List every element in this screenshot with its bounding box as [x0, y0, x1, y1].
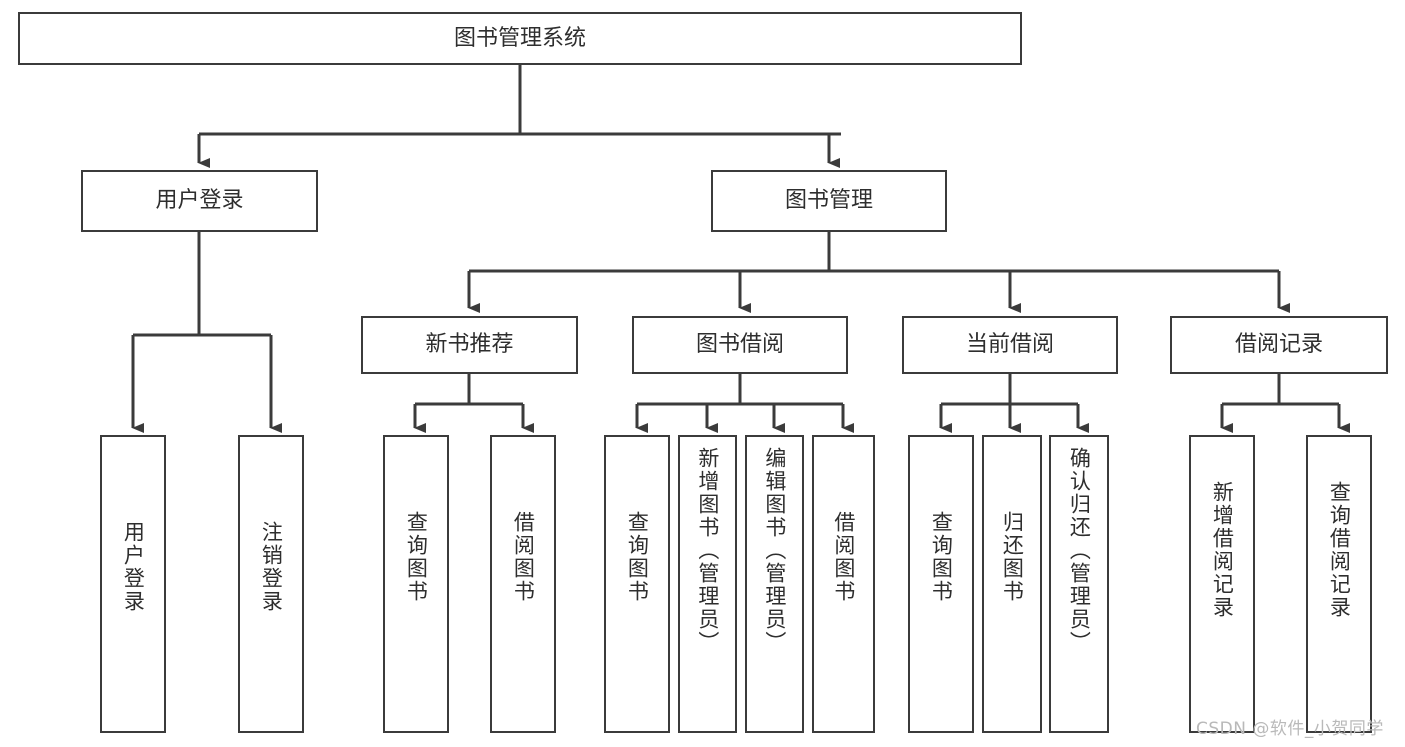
leaf-recommend-query-book[interactable]: 查询图书	[383, 435, 449, 733]
leaf-borrow-borrow-book-label: 借阅图书	[831, 511, 856, 603]
leaf-current-return-book-label: 归还图书	[1000, 511, 1025, 603]
node-book-management-label: 图书管理	[784, 188, 873, 214]
leaf-borrow-query-book[interactable]: 查询图书	[604, 435, 670, 733]
leaf-recommend-borrow-book[interactable]: 借阅图书	[490, 435, 556, 733]
node-root-book-management-system[interactable]: 图书管理系统	[18, 12, 1022, 65]
node-user-login-label: 用户登录	[155, 188, 244, 214]
csdn-watermark: CSDN @软件_小贺同学	[1196, 719, 1384, 739]
node-new-book-recommend[interactable]: 新书推荐	[361, 316, 578, 374]
node-book-borrow-label: 图书借阅	[695, 332, 784, 358]
node-current-borrow-label: 当前借阅	[965, 332, 1054, 358]
leaf-borrow-query-book-label: 查询图书	[625, 511, 650, 603]
node-user-login[interactable]: 用户登录	[81, 170, 318, 232]
node-root-label: 图书管理系统	[453, 25, 586, 51]
leaf-borrow-add-book-admin[interactable]: 新增图书（管理员）	[678, 435, 737, 733]
leaf-current-query-book-label: 查询图书	[929, 511, 954, 603]
leaf-current-confirm-return-admin-label: 确认归还（管理员）	[1067, 447, 1092, 654]
leaf-current-return-book[interactable]: 归还图书	[982, 435, 1042, 733]
node-borrow-record-label: 借阅记录	[1234, 332, 1323, 358]
node-book-borrow[interactable]: 图书借阅	[632, 316, 848, 374]
node-borrow-record[interactable]: 借阅记录	[1170, 316, 1388, 374]
leaf-recommend-borrow-book-label: 借阅图书	[511, 511, 536, 603]
leaf-borrow-add-book-admin-label: 新增图书（管理员）	[695, 447, 720, 654]
leaf-borrow-edit-book-admin[interactable]: 编辑图书（管理员）	[745, 435, 804, 733]
node-book-management[interactable]: 图书管理	[711, 170, 947, 232]
leaf-user-login-login[interactable]: 用户登录	[100, 435, 166, 733]
leaf-user-login-login-label: 用户登录	[121, 521, 146, 613]
node-new-book-recommend-label: 新书推荐	[425, 332, 514, 358]
leaf-recommend-query-book-label: 查询图书	[404, 511, 429, 603]
leaf-record-query-record[interactable]: 查询借阅记录	[1306, 435, 1372, 733]
leaf-user-login-logout[interactable]: 注销登录	[238, 435, 304, 733]
leaf-borrow-borrow-book[interactable]: 借阅图书	[812, 435, 875, 733]
leaf-record-add-record-label: 新增借阅记录	[1210, 481, 1235, 619]
node-current-borrow[interactable]: 当前借阅	[902, 316, 1118, 374]
leaf-current-query-book[interactable]: 查询图书	[908, 435, 974, 733]
leaf-record-query-record-label: 查询借阅记录	[1327, 481, 1352, 619]
leaf-current-confirm-return-admin[interactable]: 确认归还（管理员）	[1049, 435, 1109, 733]
leaf-user-login-logout-label: 注销登录	[259, 521, 284, 613]
leaf-record-add-record[interactable]: 新增借阅记录	[1189, 435, 1255, 733]
leaf-borrow-edit-book-admin-label: 编辑图书（管理员）	[762, 447, 787, 654]
